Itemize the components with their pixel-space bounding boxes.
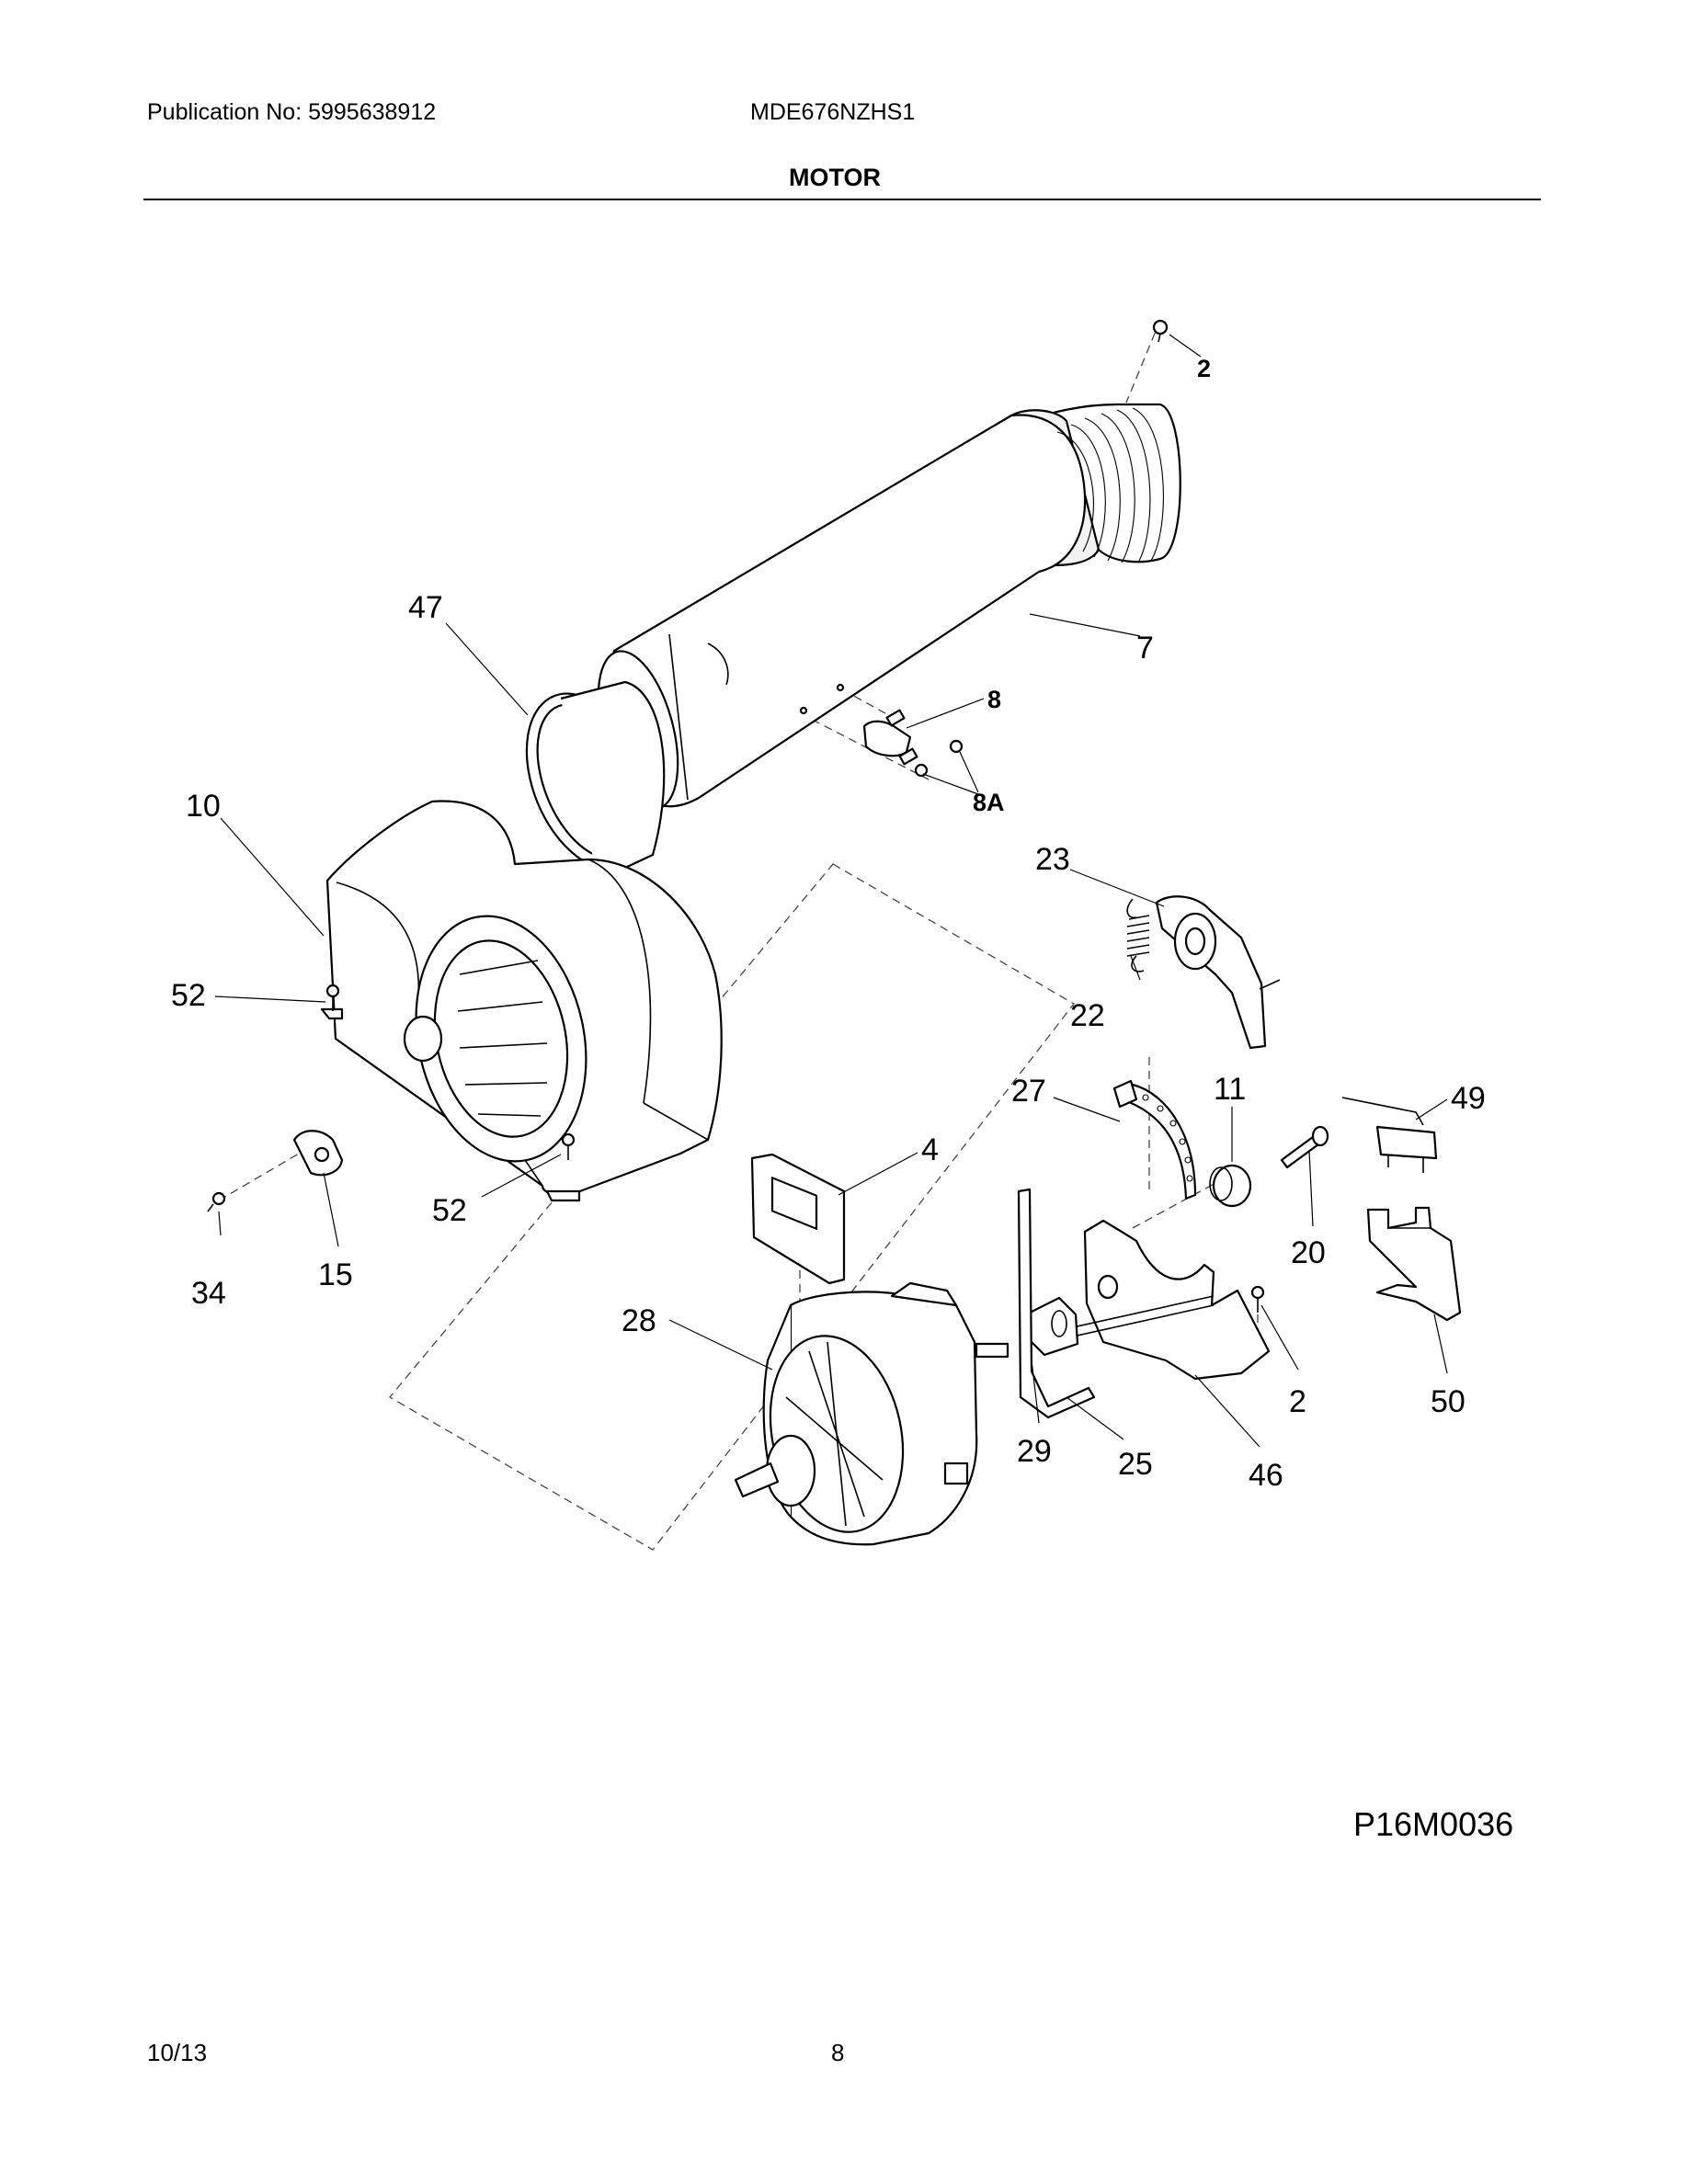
belt-strap-part-27 (1112, 1079, 1197, 1200)
guide-line-screw-2 (1125, 319, 1161, 404)
thermostat-part-8 (799, 683, 964, 778)
duct-seal-part-47 (525, 680, 666, 882)
drive-motor-part-28 (734, 1281, 1009, 1546)
label-part-52-upper: 52 (171, 978, 206, 1013)
switch-bracket-part-50 (1366, 1206, 1462, 1322)
label-part-25: 25 (1118, 1447, 1153, 1482)
label-part-29: 29 (1017, 1434, 1052, 1469)
guide-line-screw-34 (218, 1153, 300, 1201)
shaft-part-20 (1280, 1125, 1329, 1169)
label-part-15: 15 (318, 1257, 353, 1292)
label-part-28: 28 (622, 1303, 656, 1338)
clip-part-15 (292, 1130, 344, 1177)
label-part-34: 34 (191, 1276, 226, 1311)
screw-part-52-upper (325, 984, 340, 1011)
motor-bracket-part-46 (1047, 1219, 1271, 1381)
switch-part-49 (1341, 1097, 1438, 1173)
label-part-50: 50 (1431, 1384, 1466, 1419)
label-part-49: 49 (1451, 1081, 1486, 1116)
label-part-23: 23 (1035, 842, 1070, 877)
label-part-2-top: 2 (1197, 355, 1211, 382)
figure-code: P16M0036 (1353, 1805, 1514, 1843)
tensioner-part-29 (1028, 1296, 1079, 1357)
label-part-7: 7 (1136, 631, 1154, 665)
label-part-22: 22 (1070, 998, 1105, 1033)
label-part-2-bottom: 2 (1289, 1384, 1306, 1419)
idler-pulley-part-11 (1209, 1164, 1252, 1208)
assembly-plane-outline (389, 863, 1075, 1551)
header-divider (143, 199, 1541, 200)
rod-part-25 (1017, 1188, 1096, 1419)
label-part-52-lower: 52 (432, 1193, 467, 1228)
label-part-4: 4 (921, 1132, 939, 1167)
spring-part-22 (1126, 898, 1150, 973)
label-part-11: 11 (1214, 1072, 1246, 1107)
footer-date: 10/13 (147, 2039, 208, 2066)
guide-line-thermostat-2 (841, 688, 893, 718)
page-number: 8 (831, 2039, 845, 2066)
label-part-8a: 8A (973, 789, 1005, 816)
label-part-10: 10 (186, 789, 221, 824)
idler-arm-part-23 (1155, 895, 1281, 1050)
model-number: MDE676NZHS1 (750, 99, 916, 125)
label-part-20: 20 (1291, 1235, 1326, 1270)
blower-housing-part-10 (320, 800, 723, 1202)
label-part-8: 8 (987, 686, 1001, 713)
section-title: MOTOR (789, 164, 881, 191)
publication-number: Publication No: 5995638912 (147, 99, 437, 125)
label-part-47: 47 (408, 590, 443, 625)
guide-line-idler (1132, 1176, 1228, 1229)
screw-part-52-lower (561, 1132, 576, 1160)
screw-part-2-top (1152, 319, 1169, 343)
label-part-46: 46 (1249, 1458, 1283, 1493)
mount-bracket-part-4 (750, 1153, 846, 1285)
guide-line-thermostat (799, 712, 930, 780)
leader-lines (214, 334, 1448, 1448)
screw-part-2-bottom (1250, 1285, 1265, 1313)
screw-part-34 (207, 1191, 226, 1212)
label-part-27: 27 (1011, 1074, 1046, 1109)
